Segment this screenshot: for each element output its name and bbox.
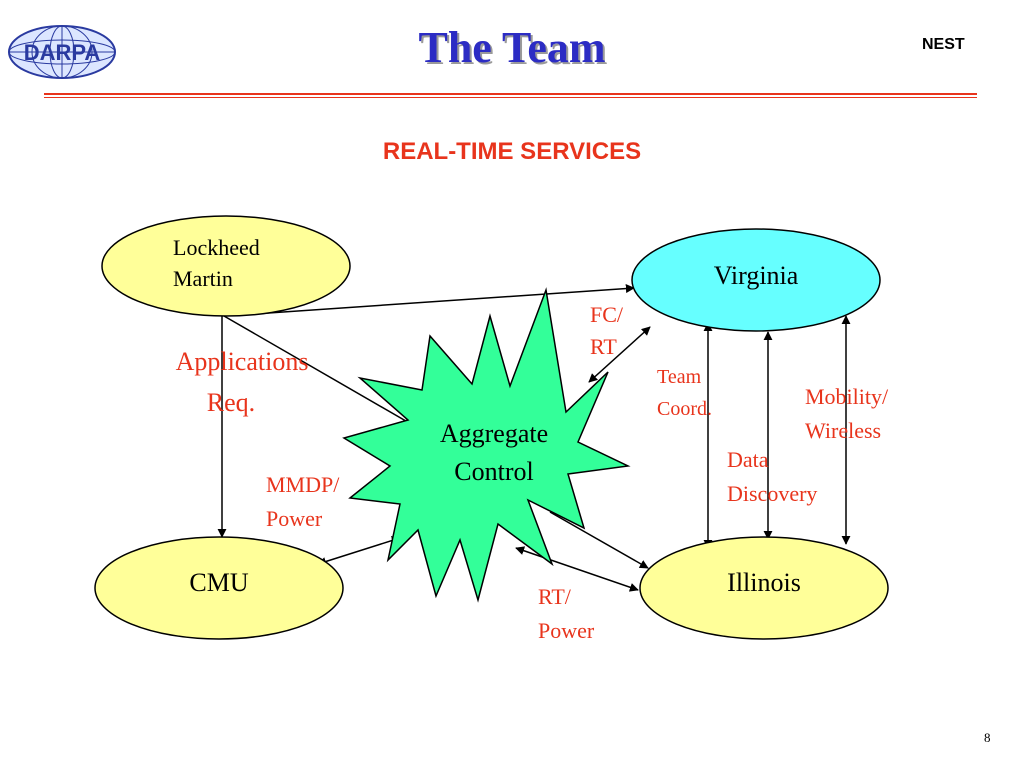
section-subtitle: REAL-TIME SERVICES (382, 138, 642, 165)
node-aggregate-control: Aggregate Control (342, 287, 631, 603)
header-rule-2 (44, 97, 977, 98)
label-mobility-line1: Mobility/ (805, 384, 889, 409)
label-mobility: Mobility/ Wireless (805, 384, 889, 443)
arrow-aggregate-illinois (549, 511, 649, 569)
label-mobility-line2: Wireless (805, 418, 881, 443)
label-fc-rt: FC/ RT (590, 302, 624, 359)
label-data-discovery: Data Discovery (727, 447, 817, 506)
node-virginia-label: Virginia (714, 261, 799, 290)
node-lockheed-line1: Lockheed (173, 235, 260, 260)
line-lockheed-aggregate (223, 315, 419, 429)
node-cmu: CMU (94, 536, 344, 640)
node-cmu-label: CMU (189, 568, 248, 597)
label-mmdp-line1: MMDP/ (266, 472, 340, 497)
label-mmdp: MMDP/ Power (266, 472, 340, 531)
node-aggregate-line1: Aggregate (440, 419, 548, 448)
label-rt-power: RT/ Power (538, 584, 595, 643)
page-title: The Team (418, 23, 606, 72)
label-team-coord: Team Coord. (657, 366, 712, 420)
label-applications: Applications Req. (176, 347, 309, 417)
header-rule (44, 93, 977, 95)
arrow-rt-power (515, 546, 639, 592)
darpa-logo-text: DARPA (24, 40, 101, 65)
label-team-coord-line2: Coord. (657, 398, 712, 420)
label-fc-rt-line2: RT (590, 334, 617, 359)
program-name: NEST (922, 36, 965, 53)
node-lockheed: Lockheed Martin (101, 215, 351, 317)
darpa-logo: DARPA (8, 25, 116, 79)
label-applications-line1: Applications (176, 347, 309, 376)
label-fc-rt-line1: FC/ (590, 302, 624, 327)
label-team-coord-line1: Team (657, 366, 702, 388)
page-number: 8 (984, 730, 991, 745)
arrow-mmdp (317, 536, 401, 566)
label-data-discovery-line2: Discovery (727, 481, 817, 506)
arrow-fcrt (588, 326, 651, 383)
label-data-discovery-line1: Data (727, 447, 769, 472)
label-applications-line2: Req. (207, 388, 255, 417)
label-mmdp-line2: Power (266, 506, 323, 531)
node-virginia: Virginia (631, 228, 881, 332)
label-rt-power-line2: Power (538, 618, 595, 643)
node-lockheed-line2: Martin (173, 266, 233, 291)
label-rt-power-line1: RT/ (538, 584, 572, 609)
node-illinois-label: Illinois (727, 568, 801, 597)
connectors (217, 284, 851, 592)
node-illinois: Illinois (639, 536, 889, 640)
arrow-lockheed-virginia (223, 284, 635, 317)
node-aggregate-line2: Control (454, 457, 533, 486)
